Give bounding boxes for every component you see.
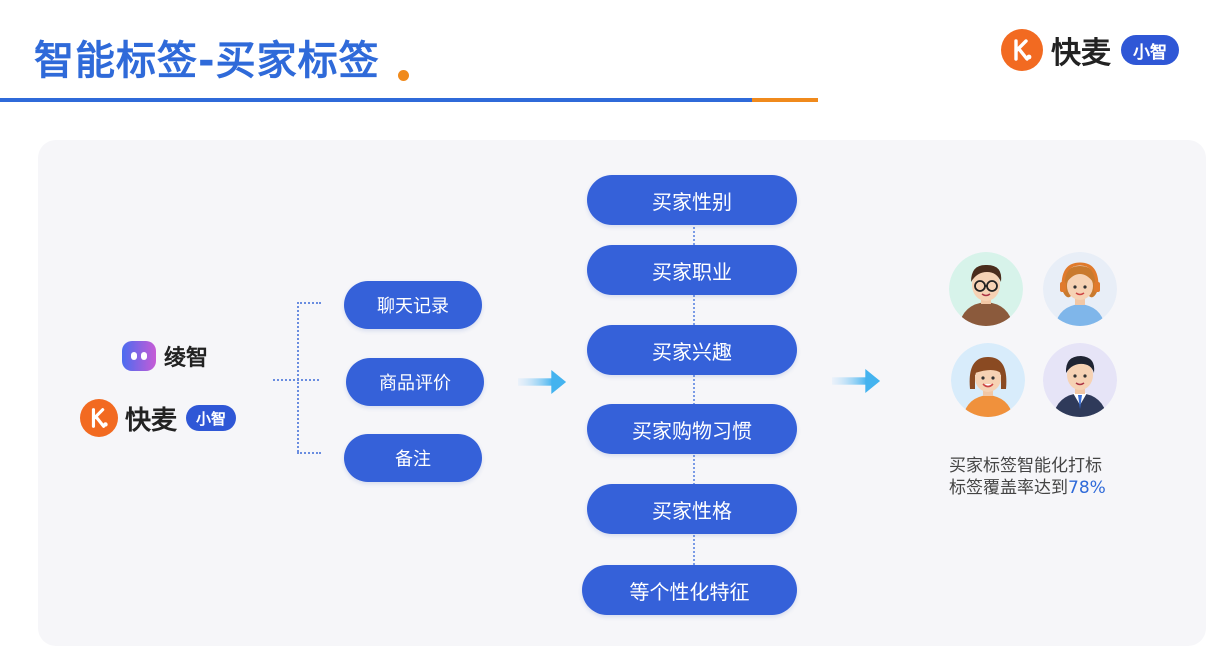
avatar-man-suit — [1043, 343, 1117, 417]
lingzhi-logo: 绫智 — [122, 340, 208, 372]
caption-prefix: 标签覆盖率达到 — [949, 478, 1068, 498]
page-title: 智能标签-买家标签 — [34, 38, 380, 84]
avatar-woman-headset — [1043, 252, 1117, 326]
source-chat-records: 聊天记录 — [344, 281, 482, 329]
tag-occupation: 买家职业 — [587, 245, 797, 295]
connector-bottom — [297, 452, 321, 454]
tag-personality: 买家性格 — [587, 484, 797, 534]
connector-bracket — [297, 302, 299, 452]
arrow-right-icon — [518, 370, 567, 394]
avatar-woman-smiling — [951, 343, 1025, 417]
tags-connector — [693, 200, 695, 592]
brand-logo-top: 快麦 小智 — [1001, 28, 1179, 72]
tag-interests: 买家兴趣 — [587, 325, 797, 375]
brand-badge: 小智 — [1121, 35, 1179, 65]
avatar-man-glasses — [949, 252, 1023, 326]
brand-logo-left: 快麦 小智 — [80, 399, 237, 437]
header-rule-accent — [752, 98, 818, 102]
brand-name: 快麦 — [1051, 36, 1111, 71]
source-notes: 备注 — [344, 434, 482, 482]
caption-line-1: 买家标签智能化打标 — [949, 456, 1102, 476]
tag-gender: 买家性别 — [587, 175, 797, 225]
kuaimai-k-icon — [80, 399, 118, 437]
brand-badge: 小智 — [186, 405, 237, 431]
tag-shopping-habits: 买家购物习惯 — [587, 404, 797, 454]
title-accent-dot — [398, 70, 409, 81]
lingzhi-robot-icon — [122, 341, 156, 371]
source-product-reviews: 商品评价 — [346, 358, 484, 406]
result-caption: 买家标签智能化打标 标签覆盖率达到78% — [949, 455, 1106, 499]
header-rule — [0, 98, 752, 102]
partner-name: 绫智 — [164, 346, 209, 371]
tag-personalized-traits: 等个性化特征 — [582, 565, 797, 615]
kuaimai-k-icon — [1001, 29, 1043, 71]
caption-line-2: 标签覆盖率达到78% — [949, 477, 1106, 499]
arrow-right-icon — [832, 369, 881, 393]
coverage-value: 78% — [1068, 478, 1106, 498]
connector-top — [297, 302, 321, 304]
brand-name: 快麦 — [125, 405, 178, 436]
connector-stem — [273, 379, 319, 381]
